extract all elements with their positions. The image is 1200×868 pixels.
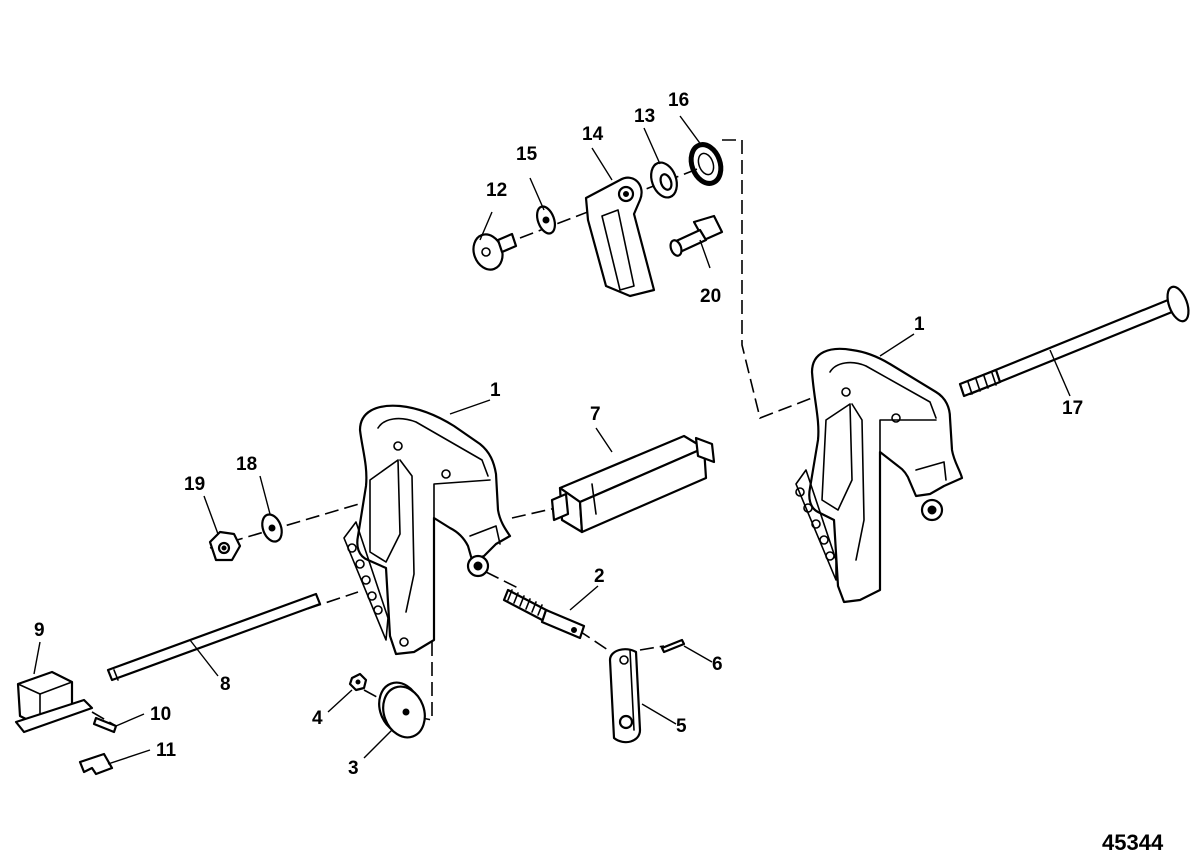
part-17-bolt xyxy=(958,285,1190,398)
callout-4: 4 xyxy=(312,708,323,729)
part-9-clip xyxy=(14,670,94,734)
part-8-rod xyxy=(106,592,322,682)
part-13-washer xyxy=(650,161,678,199)
part-15-washer xyxy=(535,205,557,235)
callout-numbers: 12 15 14 13 16 20 1 17 1 7 18 19 2 6 5 8… xyxy=(34,90,1083,779)
part-1-clamp-bracket-right xyxy=(795,347,964,604)
part-6-pin xyxy=(660,638,686,654)
callout-15: 15 xyxy=(516,144,538,165)
callout-20: 20 xyxy=(700,286,721,307)
callout-13: 13 xyxy=(634,106,655,127)
callout-1-left: 1 xyxy=(490,380,501,401)
callout-5: 5 xyxy=(676,716,687,737)
part-7-block xyxy=(550,434,716,534)
callout-11: 11 xyxy=(156,740,177,761)
part-4-nut xyxy=(348,672,368,692)
callout-17: 17 xyxy=(1062,398,1083,419)
part-20-shoulder-bolt xyxy=(669,214,724,257)
part-19-hex-nut xyxy=(208,530,242,562)
callout-1-right: 1 xyxy=(914,314,925,335)
callout-2: 2 xyxy=(594,566,605,587)
callout-14: 14 xyxy=(582,124,604,145)
part-12-knob xyxy=(472,232,518,271)
part-3-plate xyxy=(378,681,426,739)
part-10-pin xyxy=(92,716,118,734)
callout-16: 16 xyxy=(668,90,689,111)
callout-7: 7 xyxy=(590,404,601,425)
callout-12: 12 xyxy=(486,180,507,201)
part-16-spring-ring xyxy=(688,142,724,186)
callout-18: 18 xyxy=(236,454,257,475)
callout-8: 8 xyxy=(220,674,231,695)
part-5-handle xyxy=(608,648,642,744)
part-2-spring xyxy=(502,588,586,640)
part-14-cam-plate xyxy=(584,176,656,298)
callout-6: 6 xyxy=(712,654,723,675)
figure-reference-number: 45344 xyxy=(1102,830,1164,855)
part-11-bent-clip xyxy=(78,752,114,776)
part-1-clamp-bracket-left xyxy=(343,404,512,656)
callout-3: 3 xyxy=(348,758,359,779)
part-18-washer xyxy=(261,513,283,543)
callout-10: 10 xyxy=(150,704,171,725)
leader-lines xyxy=(33,115,1071,765)
callout-19: 19 xyxy=(184,474,205,495)
callout-9: 9 xyxy=(34,620,45,641)
